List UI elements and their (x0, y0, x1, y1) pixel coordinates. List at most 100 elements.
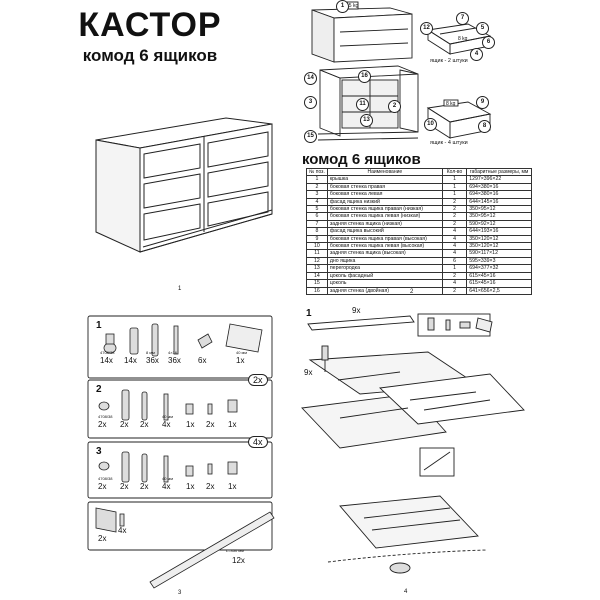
cell-quantity: 4 (441, 249, 468, 258)
cell-name: фасад ящика высокий (326, 227, 443, 236)
cell-dimensions: 590×92×12 (466, 219, 532, 229)
callout-12: 12 (420, 22, 433, 35)
cell-position: 6 (306, 212, 328, 221)
cell-position: 2 (306, 182, 328, 192)
kit-3-qty-6: 2x (206, 482, 215, 491)
kit-2-qty-2: 2x (120, 420, 129, 429)
cell-dimensions: 644×145×16 (466, 197, 532, 207)
callout-13: 13 (360, 114, 373, 127)
callout-6: 6 (482, 36, 495, 49)
panel-hardware: 1 2 3 2x 4x 14x 14x 36x 36x 6x 1x 4708/3… (0, 300, 300, 600)
parts-table-title: комод 6 ящиков (302, 151, 421, 168)
product-subtitle: комод 6 ящиков (82, 46, 218, 65)
kit-2-step: 2 (96, 384, 102, 395)
header-name: Наименование (326, 167, 443, 177)
kit-3-board (87, 441, 273, 499)
cell-name: крышка (326, 175, 443, 184)
cell-dimensions: 590×117×12 (466, 249, 532, 258)
callout-5: 5 (476, 22, 489, 35)
cell-quantity: 1 (441, 190, 468, 199)
cell-name: боковая стенка ящика правая (высокая) (326, 234, 443, 244)
cell-dimensions: 644×193×16 (466, 227, 532, 236)
callout-3: 3 (304, 96, 317, 109)
kit-3-qty-1: 2x (98, 482, 107, 491)
kit-3-qty-3: 2x (140, 482, 149, 491)
page-number-3: 3 (178, 590, 182, 596)
cell-dimensions: 350×95×12 (466, 205, 532, 214)
assembly-qty-side: 9x (304, 368, 313, 377)
callout-11: 11 (356, 98, 369, 111)
kit-3-qty-5: 1x (186, 482, 195, 491)
cell-dimensions: 641×656×2,5 (466, 286, 532, 295)
hardware-boards-drawing (87, 315, 275, 589)
kit-1-qty-4: 36x (168, 356, 181, 365)
kit-3-step: 3 (96, 446, 102, 457)
cell-position: 10 (306, 242, 328, 251)
kit-1-qty-3: 36x (146, 356, 159, 365)
kit-1-code-6: 40 мм (236, 350, 248, 355)
panel-product-view: КАСТОР комод 6 ящиков 1 (0, 0, 300, 300)
cell-quantity: 2 (441, 219, 468, 229)
caption-top-drawer: ящик - 2 штуки (430, 58, 468, 64)
page-number-1: 1 (178, 286, 182, 292)
cell-name: цоколь (326, 279, 443, 288)
drawer-weight-label: 8 kg (458, 36, 468, 42)
kit-4-qty-screw: 4x (118, 526, 127, 535)
cell-quantity: 2 (441, 197, 468, 207)
cell-quantity: 4 (441, 242, 468, 251)
panel-runner-assembly: 1 9x 9x 4 (300, 300, 600, 600)
kit-1-qty-6: 1x (236, 356, 245, 365)
cell-name: боковая стенка левая (326, 190, 443, 199)
callout-7: 7 (456, 12, 469, 25)
runner-assembly-drawing (301, 313, 525, 574)
callout-2: 2 (388, 100, 401, 113)
cell-dimensions: 694×377×32 (466, 264, 532, 273)
kit-4-qty-bracket: 2x (98, 534, 107, 543)
callout-4: 4 (470, 48, 483, 61)
kit-1-qty-1: 14x (100, 356, 113, 365)
kit-2-qty-4: 4x (162, 420, 171, 429)
kit-2-qty-1: 2x (98, 420, 107, 429)
cell-position: 5 (306, 205, 328, 214)
cell-name: боковая стенка ящика правая (низкая) (326, 205, 443, 214)
cell-quantity: 4 (441, 227, 468, 236)
cell-name: задняя стенка (двойная) (326, 286, 443, 295)
cell-position: 3 (306, 190, 328, 199)
cell-quantity: 1 (441, 182, 468, 192)
kit-1-qty-5: 6x (198, 356, 207, 365)
kit-2-board (87, 379, 273, 439)
page-number-2: 2 (410, 289, 414, 295)
callout-1: 1 (336, 0, 349, 13)
assembly-step-number: 1 (306, 308, 312, 319)
cell-quantity: 4 (441, 279, 468, 288)
cell-dimensions: 615×45×16 (466, 279, 532, 288)
product-title: КАСТОР (78, 6, 222, 44)
kit-2-qty-5: 1x (186, 420, 195, 429)
kit-2-box-count: 2x (248, 374, 268, 386)
kit-2-qty-3: 2x (140, 420, 149, 429)
cell-name: боковая стенка ящика левая (высокая) (326, 242, 443, 251)
kit-1-qty-2: 14x (124, 356, 137, 365)
cell-quantity: 2 (441, 271, 468, 281)
parts-table: № поз. Наименование Кол-во габаритные ра… (306, 167, 532, 295)
cell-name: задняя стенка ящика (высокая) (326, 249, 443, 258)
cell-quantity: 2 (441, 286, 468, 295)
cell-position: 7 (306, 219, 328, 229)
cell-position: 12 (306, 256, 328, 266)
cell-position: 8 (306, 227, 328, 236)
cell-dimensions: 615×45×16 (466, 271, 532, 281)
callout-14: 14 (304, 72, 317, 85)
cell-dimensions: 350×95×12 (466, 212, 532, 221)
